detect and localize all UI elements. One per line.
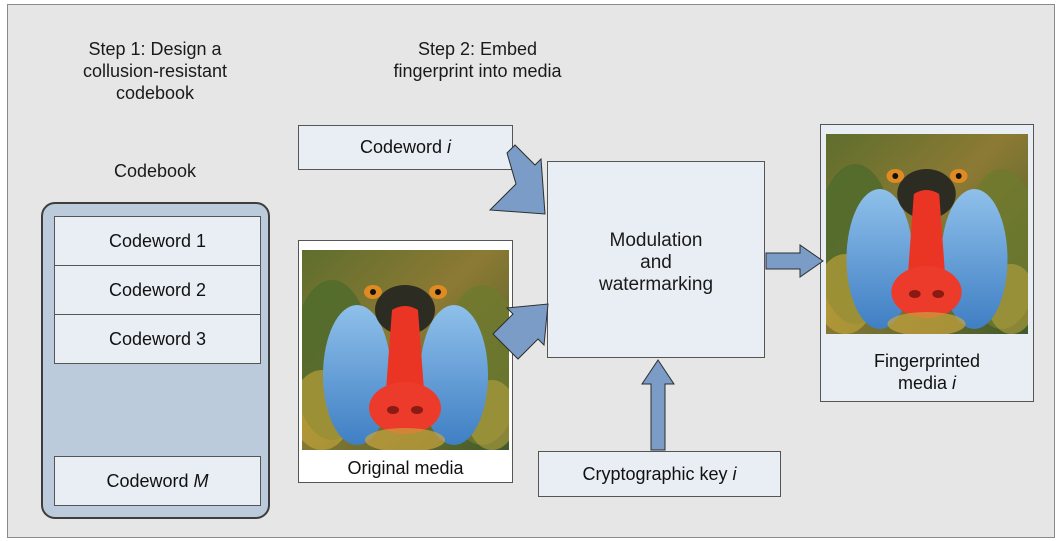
fingerprinted-mandrill-image bbox=[826, 134, 1028, 334]
codeword-i-index: i bbox=[447, 137, 452, 157]
fingerprinted-caption: Fingerprinted media i bbox=[821, 350, 1033, 394]
modulation-line1: Modulation bbox=[609, 230, 703, 251]
modulation-line2: and bbox=[640, 252, 672, 273]
codeword-m-label: Codeword bbox=[106, 470, 189, 491]
codeword-3-index: 3 bbox=[196, 328, 207, 349]
fingerprinted-line2: media i bbox=[821, 372, 1033, 394]
modulation-line3: watermarking bbox=[598, 274, 714, 295]
arrow-codeword-to-modulation bbox=[488, 144, 546, 215]
original-media-frame: Original media bbox=[298, 240, 513, 483]
codeword-m: Codeword M bbox=[54, 456, 261, 506]
codeword-2-label: Codeword bbox=[108, 279, 191, 300]
step2-line2: fingerprint into media bbox=[393, 61, 562, 81]
arrow-modulation-to-fingerprinted bbox=[765, 244, 824, 278]
step1-line3: codebook bbox=[115, 83, 195, 103]
fingerprinted-line1: Fingerprinted bbox=[873, 351, 981, 371]
arrow-media-to-modulation bbox=[492, 303, 549, 360]
codeword-3-label: Codeword bbox=[108, 328, 191, 349]
fingerprinted-media-index: i bbox=[952, 373, 957, 393]
step2-heading: Step 2: Embed fingerprint into media bbox=[370, 38, 585, 82]
step1-line1: Step 1: Design a bbox=[88, 39, 222, 59]
cryptographic-key-box: Cryptographic key i bbox=[538, 451, 781, 497]
mandrill-image bbox=[302, 250, 509, 450]
codeword-1-index: 1 bbox=[196, 230, 207, 251]
original-media-caption: Original media bbox=[347, 458, 464, 478]
codeword-1: Codeword 1 bbox=[54, 216, 261, 266]
codeword-i-box: Codeword i bbox=[298, 125, 513, 170]
modulation-box: Modulation and watermarking bbox=[547, 161, 765, 358]
codebook-container: Codeword 1 Codeword 2 Codeword 3 Codewor… bbox=[41, 202, 270, 519]
codeword-3: Codeword 3 bbox=[54, 314, 261, 364]
fingerprinted-media-frame: Fingerprinted media i bbox=[820, 124, 1034, 402]
step2-line1: Step 2: Embed bbox=[417, 39, 538, 59]
codeword-1-label: Codeword bbox=[108, 230, 191, 251]
step1-line2: collusion-resistant bbox=[82, 61, 228, 81]
cryptographic-key-index: i bbox=[732, 463, 737, 484]
codeword-2-index: 2 bbox=[196, 279, 207, 300]
cryptographic-key-label: Cryptographic key bbox=[582, 463, 728, 484]
step1-heading: Step 1: Design a collusion-resistant cod… bbox=[55, 38, 255, 104]
codebook-title: Codebook bbox=[113, 161, 197, 181]
codeword-i-label: Codeword bbox=[359, 137, 443, 157]
codeword-m-index: M bbox=[193, 470, 209, 491]
fingerprinted-media-label: media bbox=[897, 373, 947, 393]
arrow-key-to-modulation bbox=[641, 359, 675, 451]
